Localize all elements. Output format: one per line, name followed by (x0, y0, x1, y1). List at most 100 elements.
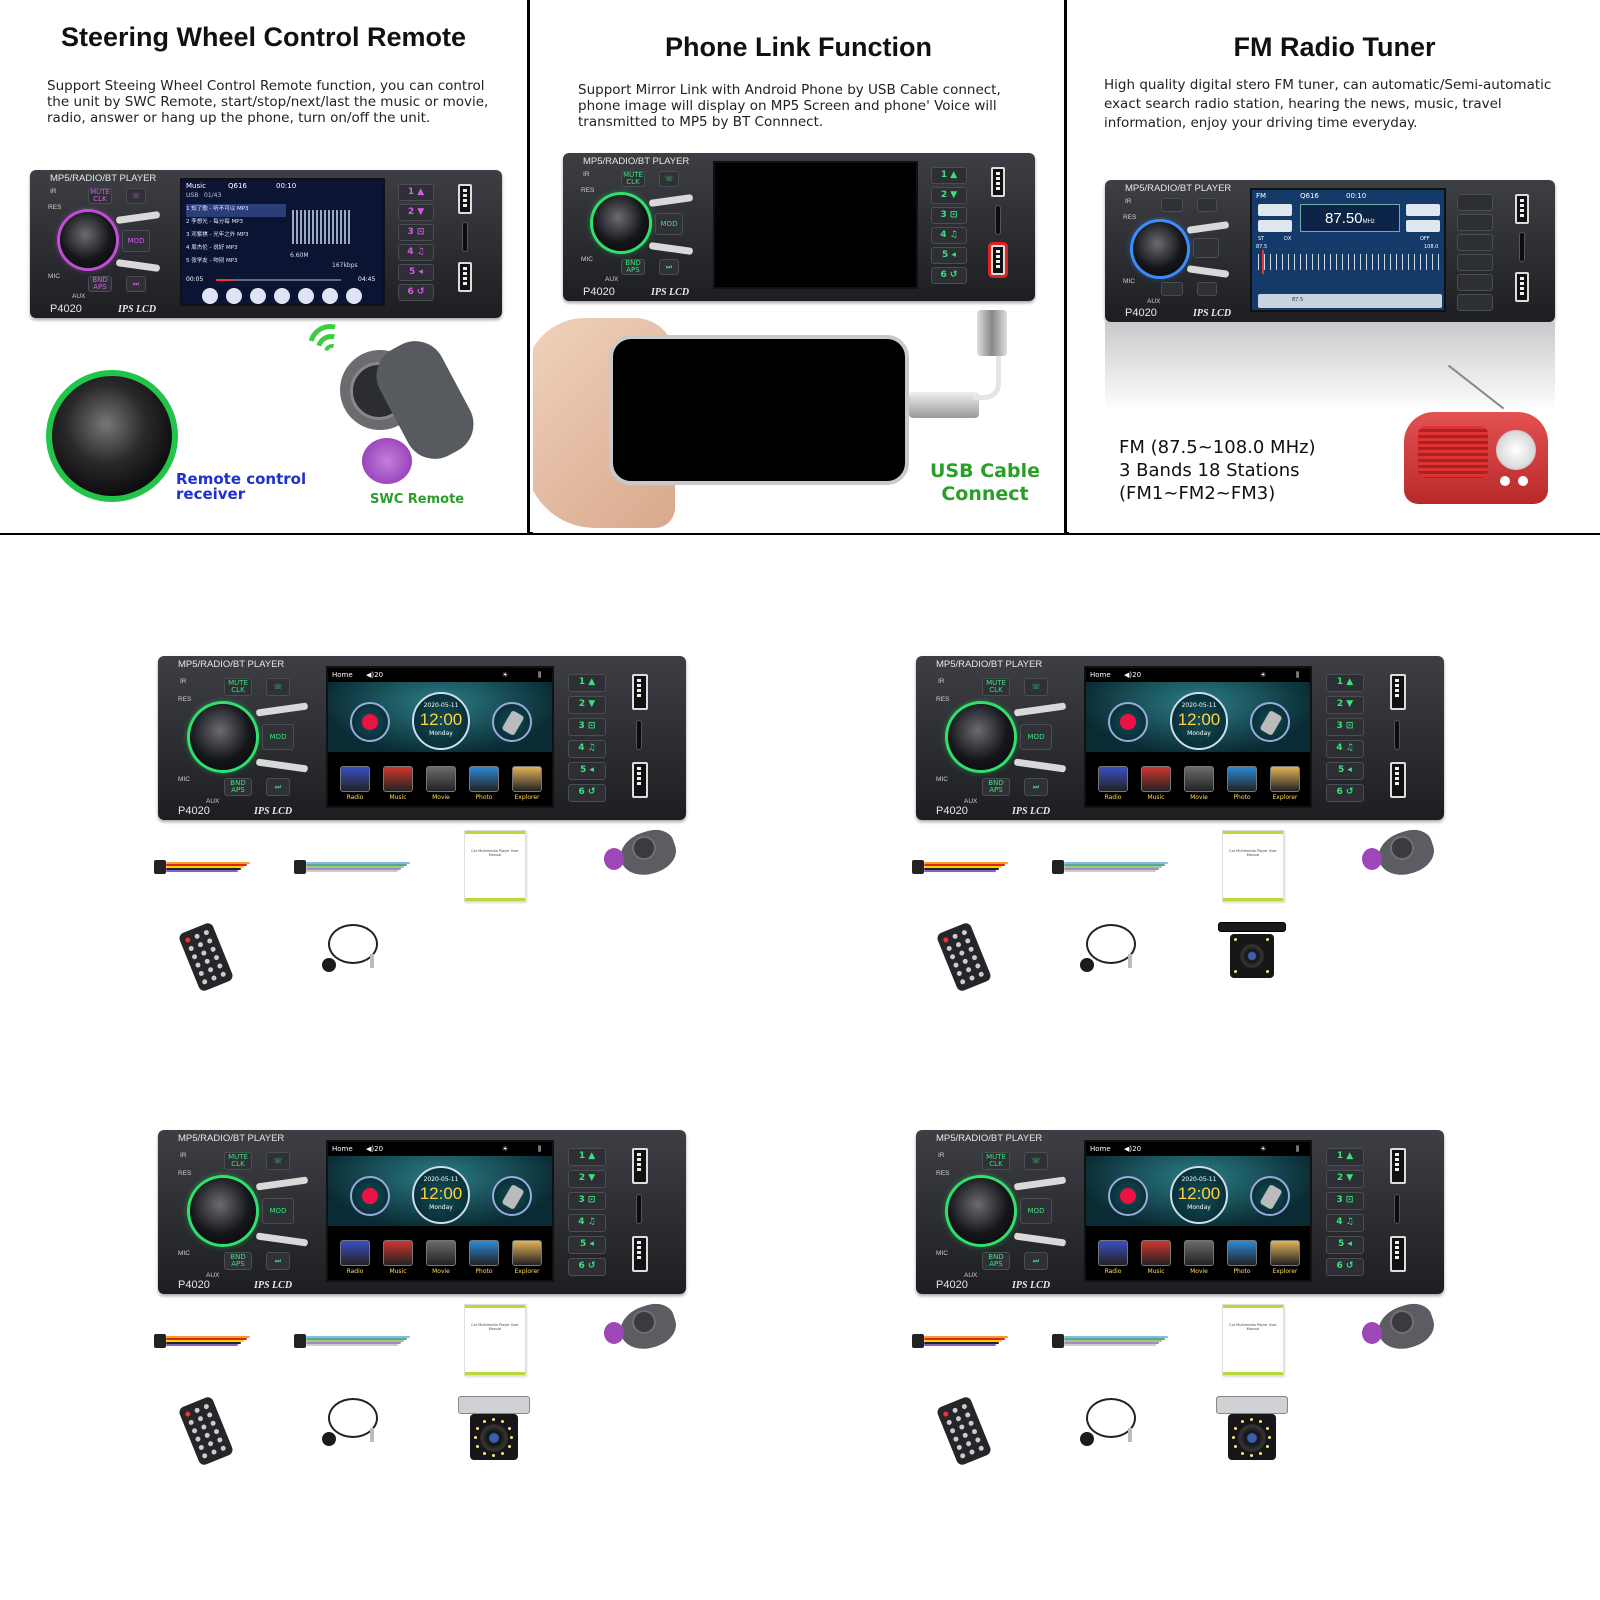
app-tile-movie[interactable]: Movie (1184, 766, 1214, 802)
preset-6-button[interactable] (1457, 294, 1493, 311)
preset-5-button[interactable]: 5 ◂ (931, 247, 967, 264)
band-button[interactable]: BND APS (224, 778, 252, 796)
tuning-scale[interactable] (1258, 254, 1442, 270)
track-item[interactable]: 5 张学友 - 吻别 MP3 (186, 258, 238, 264)
preset-2-button[interactable]: 2 ▼ (1326, 1170, 1364, 1188)
phone-widget[interactable] (1250, 702, 1290, 742)
preset-4-button[interactable]: 4 ♫ (1326, 1214, 1364, 1232)
sd-card-slot[interactable] (1519, 232, 1525, 262)
sd-card-slot[interactable] (462, 222, 468, 252)
mode-button[interactable]: MOD (262, 1198, 294, 1224)
preset-4-button[interactable] (1457, 254, 1493, 271)
track-item[interactable]: 4 周杰伦 - 说好 MP3 (186, 245, 238, 251)
band-button[interactable]: BND APS (982, 778, 1010, 796)
next-button[interactable]: ⏭ (266, 778, 290, 796)
preset-5-button[interactable]: 5 ◂ (568, 1236, 606, 1254)
seek-button[interactable] (1406, 204, 1440, 216)
preset-2-button[interactable]: 2 ▼ (568, 1170, 606, 1188)
preset-5-button[interactable]: 5 ◂ (398, 264, 434, 281)
sd-card-slot[interactable] (636, 720, 642, 750)
phone-button[interactable]: ☏ (659, 171, 679, 187)
app-tile-movie[interactable]: Movie (426, 766, 456, 802)
sd-card-slot[interactable] (636, 1194, 642, 1224)
preset-4-button[interactable]: 4 ♫ (568, 740, 606, 758)
next-button[interactable]: ⏭ (1024, 778, 1048, 796)
preset-5-button[interactable]: 5 ◂ (568, 762, 606, 780)
preset-2-button[interactable]: 2 ▼ (568, 696, 606, 714)
app-tile-photo[interactable]: Photo (469, 766, 499, 802)
app-tile-music[interactable]: Music (383, 1240, 413, 1276)
pause-widget[interactable] (350, 1176, 390, 1216)
phone-button[interactable]: ☏ (266, 678, 290, 696)
mode-button[interactable]: MOD (1020, 724, 1052, 750)
preset-2-button[interactable]: 2 ▼ (931, 187, 967, 204)
mute-button[interactable]: MUTE CLK (982, 1152, 1010, 1170)
usb-port[interactable] (1390, 762, 1406, 798)
mute-button[interactable] (1161, 198, 1183, 212)
preset-6-button[interactable]: 6 ↺ (931, 267, 967, 284)
next-button[interactable]: ⏭ (266, 1252, 290, 1270)
band-button[interactable]: BND APS (88, 276, 112, 292)
next-button[interactable]: ⏭ (126, 276, 146, 292)
usb-port[interactable] (632, 1236, 648, 1272)
usb-port[interactable] (458, 184, 472, 214)
preset-6-button[interactable]: 6 ↺ (398, 284, 434, 301)
usb-port[interactable] (1390, 1236, 1406, 1272)
app-tile-movie[interactable]: Movie (426, 1240, 456, 1276)
preset-3-button[interactable]: 3 ⊡ (398, 224, 434, 241)
mute-button[interactable]: MUTE CLK (88, 188, 112, 204)
volume-knob[interactable] (1133, 222, 1187, 276)
mute-button[interactable]: MUTE CLK (621, 171, 645, 187)
app-tile-explorer[interactable]: Explorer (512, 1240, 542, 1276)
next-button[interactable]: ⏭ (1024, 1252, 1048, 1270)
band-button[interactable]: BND APS (982, 1252, 1010, 1270)
volume-knob[interactable] (60, 212, 116, 268)
volume-knob[interactable] (190, 704, 256, 770)
app-tile-music[interactable]: Music (1141, 766, 1171, 802)
previous-icon[interactable] (226, 288, 242, 304)
preset-2-button[interactable]: 2 ▼ (1326, 696, 1364, 714)
phone-button[interactable]: ☏ (1024, 678, 1048, 696)
usb-port[interactable] (632, 674, 648, 710)
band-button[interactable]: BND APS (621, 259, 645, 275)
mode-button[interactable]: MOD (655, 213, 683, 235)
phone-widget[interactable] (492, 1176, 532, 1216)
volume-knob[interactable] (593, 195, 649, 251)
preset-4-button[interactable]: 4 ♫ (1326, 740, 1364, 758)
preset-2-button[interactable] (1457, 214, 1493, 231)
mute-button[interactable]: MUTE CLK (224, 1152, 252, 1170)
track-item[interactable]: 1 知了歌 - 听不可以 MP3 (186, 204, 286, 217)
next-button[interactable] (1197, 282, 1217, 296)
settings-icon[interactable] (346, 288, 362, 304)
app-tile-photo[interactable]: Photo (1227, 1240, 1257, 1276)
mute-button[interactable]: MUTE CLK (224, 678, 252, 696)
preset-5-button[interactable]: 5 ◂ (1326, 1236, 1364, 1254)
preset-2-button[interactable]: 2 ▼ (398, 204, 434, 221)
app-tile-explorer[interactable]: Explorer (1270, 766, 1300, 802)
preset-1-button[interactable]: 1 ▲ (568, 674, 606, 692)
pause-widget[interactable] (1108, 702, 1148, 742)
mode-button[interactable]: MOD (262, 724, 294, 750)
preset-1-button[interactable]: 1 ▲ (1326, 1148, 1364, 1166)
preset-3-button[interactable] (1457, 234, 1493, 251)
preset-3-button[interactable]: 3 ⊡ (568, 1192, 606, 1210)
preset-6-button[interactable]: 6 ↺ (1326, 784, 1364, 802)
preset-4-button[interactable]: 4 ♫ (931, 227, 967, 244)
phone-widget[interactable] (1250, 1176, 1290, 1216)
volume-knob[interactable] (948, 1178, 1014, 1244)
volume-knob[interactable] (948, 704, 1014, 770)
phone-button[interactable]: ☏ (1024, 1152, 1048, 1170)
preset-1-button[interactable]: 1 ▲ (1326, 674, 1364, 692)
usb-port-highlighted[interactable] (991, 245, 1005, 275)
app-tile-photo[interactable]: Photo (1227, 766, 1257, 802)
preset-3-button[interactable]: 3 ⊡ (568, 718, 606, 736)
play-icon[interactable] (250, 288, 266, 304)
volume-knob[interactable] (190, 1178, 256, 1244)
list-icon[interactable] (322, 288, 338, 304)
app-tile-music[interactable]: Music (383, 766, 413, 802)
usb-port[interactable] (991, 167, 1005, 197)
usb-port[interactable] (1390, 1148, 1406, 1184)
next-icon[interactable] (274, 288, 290, 304)
app-tile-music[interactable]: Music (1141, 1240, 1171, 1276)
